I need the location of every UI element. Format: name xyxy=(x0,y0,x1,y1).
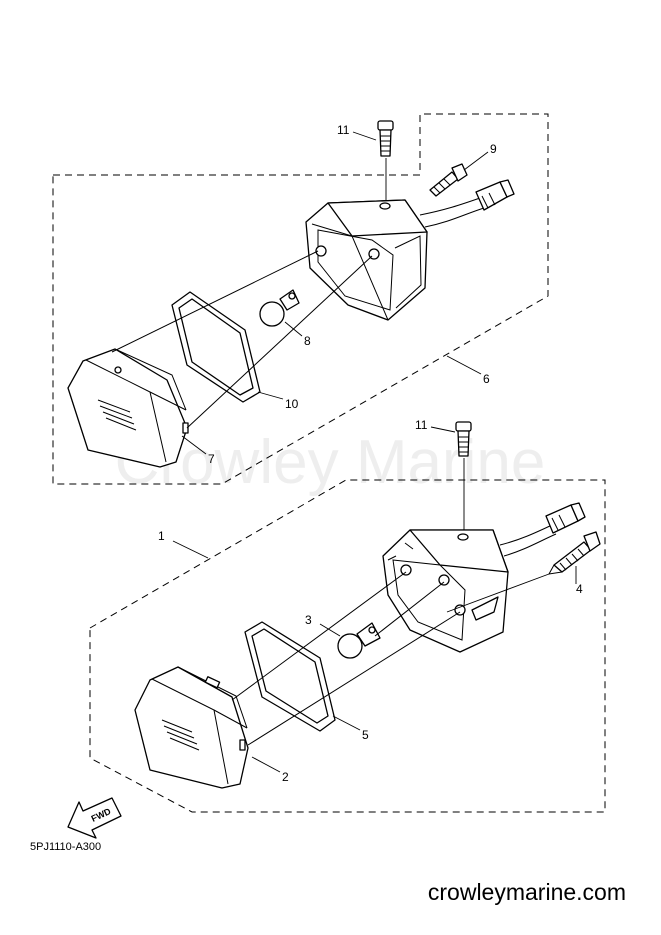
lower-align-line-c xyxy=(374,581,445,637)
upper-bolt-9 xyxy=(429,163,468,197)
upper-wire-connector xyxy=(419,179,515,228)
lower-align-line-a xyxy=(231,571,407,701)
upper-lens-7 xyxy=(67,348,189,468)
callout-11-lower: 11 xyxy=(415,418,428,432)
lower-wire-connector xyxy=(499,502,586,557)
upper-align-line-b xyxy=(186,255,373,429)
lower-screw-4 xyxy=(548,531,601,575)
upper-lamp-housing xyxy=(305,199,428,321)
callout-9: 9 xyxy=(490,142,497,156)
lower-align-line-b xyxy=(247,611,461,746)
callout-6: 6 xyxy=(483,372,490,386)
callout-7: 7 xyxy=(208,452,215,466)
callout-2: 2 xyxy=(282,770,289,784)
diagram-code: 5PJ1110-A300 xyxy=(30,841,101,853)
lower-screw-11 xyxy=(455,421,472,457)
callout-4: 4 xyxy=(576,582,583,596)
upper-gasket-10 xyxy=(171,291,261,403)
fwd-arrow-icon: FWD xyxy=(67,797,122,839)
callout-8: 8 xyxy=(304,334,311,348)
site-url: crowleymarine.com xyxy=(428,879,626,905)
lower-lamp-housing xyxy=(382,529,509,653)
callout-5: 5 xyxy=(362,728,369,742)
lower-lens-2 xyxy=(134,666,249,789)
lower-gasket-5 xyxy=(244,621,336,732)
upper-align-line-a xyxy=(111,250,319,353)
callout-10: 10 xyxy=(285,397,299,411)
upper-screw-11 xyxy=(377,120,394,157)
callout-11-upper: 11 xyxy=(337,123,350,137)
lower-bulb-3 xyxy=(337,622,381,659)
callout-1: 1 xyxy=(158,529,165,543)
upper-bulb-8 xyxy=(259,289,300,327)
callout-3: 3 xyxy=(305,613,312,627)
upper-assembly-boundary xyxy=(52,113,549,485)
